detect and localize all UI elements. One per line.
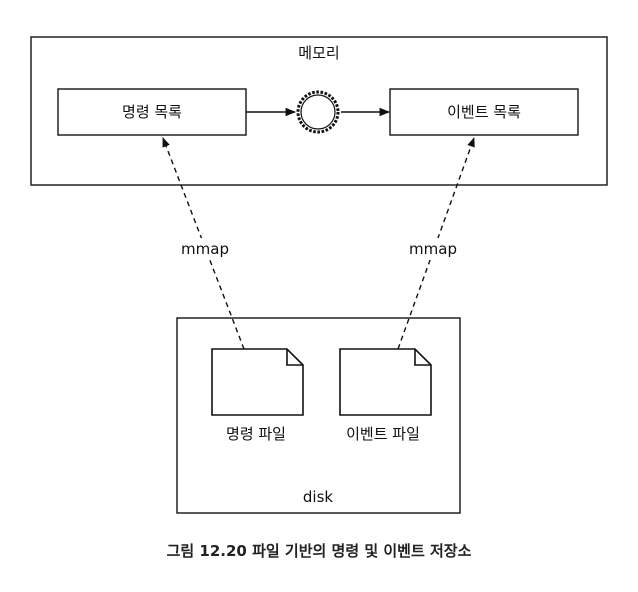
memory-label: 메모리	[298, 44, 339, 62]
command-file-label: 명령 파일	[226, 425, 286, 443]
mmap-left-label: mmap	[181, 240, 229, 258]
processor-gear-icon	[296, 90, 340, 134]
command-list-label: 명령 목록	[122, 103, 182, 121]
event-file-icon	[339, 348, 432, 416]
event-list-label: 이벤트 목록	[447, 103, 521, 121]
mmap-right-label-bg	[402, 238, 464, 260]
event-file-label: 이벤트 파일	[346, 425, 420, 443]
memory-box	[30, 36, 608, 186]
mmap-left-dashed-arrow	[162, 137, 245, 350]
command-list-box	[57, 88, 247, 136]
disk-label: disk	[303, 488, 334, 506]
mmap-right-label: mmap	[409, 240, 457, 258]
figure-caption: 그림 12.20 파일 기반의 명령 및 이벤트 저장소	[167, 542, 472, 560]
disk-box	[176, 317, 461, 514]
event-list-box	[389, 88, 579, 136]
command-file-icon	[211, 348, 304, 416]
mmap-left-label-bg	[174, 238, 236, 260]
